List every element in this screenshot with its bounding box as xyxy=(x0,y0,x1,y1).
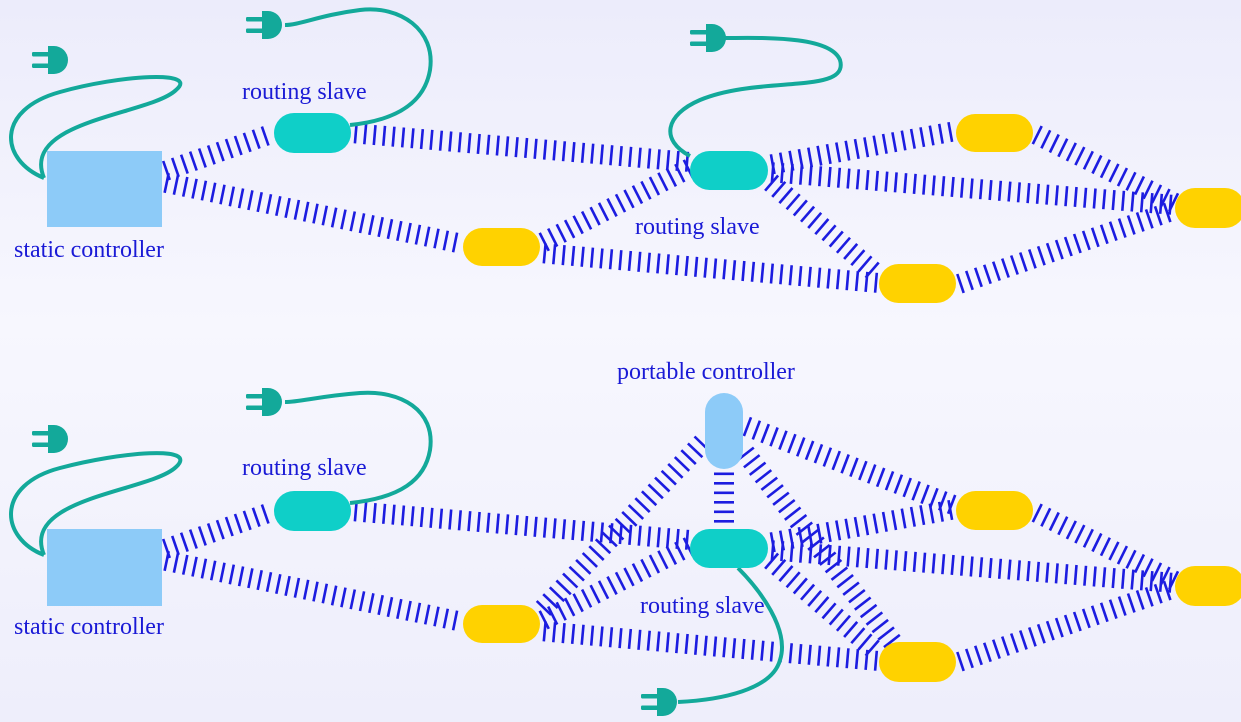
wireless-link xyxy=(542,243,879,293)
wireless-link xyxy=(769,121,954,175)
wireless-link xyxy=(163,172,459,253)
wireless-link xyxy=(161,126,270,181)
routing-slave-node xyxy=(690,529,768,568)
wireless-link xyxy=(956,580,1172,672)
routing-slave-node xyxy=(690,151,768,190)
portable-controller-node xyxy=(705,393,743,469)
slave-node xyxy=(463,605,540,643)
slave-node xyxy=(956,491,1033,530)
wireless-link xyxy=(742,416,957,515)
power-cable xyxy=(677,566,784,704)
routing-slave-node xyxy=(274,491,351,531)
routing-slave-label: routing slave xyxy=(242,79,367,105)
power-cable xyxy=(284,390,433,505)
wireless-link xyxy=(956,202,1172,294)
plug-icon xyxy=(246,388,282,416)
top-network xyxy=(9,7,1241,303)
static-controller-label: static controller xyxy=(14,237,164,263)
power-cable xyxy=(284,7,433,127)
wireless-link xyxy=(1031,503,1180,590)
wireless-link xyxy=(538,537,694,630)
routing-slave-label: routing slave xyxy=(640,593,765,619)
static-controller-node xyxy=(47,151,162,227)
wireless-link xyxy=(535,435,710,616)
plug-icon xyxy=(32,425,68,453)
bottom-network xyxy=(9,388,1241,716)
wireless-link xyxy=(353,501,690,550)
slave-node xyxy=(1175,188,1241,228)
static-controller-node xyxy=(47,529,162,606)
slave-node xyxy=(1175,566,1241,606)
portable-controller-label: portable controller xyxy=(617,359,795,385)
wireless-link xyxy=(714,472,734,523)
wireless-link xyxy=(770,540,1173,593)
wireless-link xyxy=(161,504,270,559)
wireless-link xyxy=(764,174,880,279)
wireless-links xyxy=(161,121,1180,672)
wireless-link xyxy=(770,162,1173,215)
slave-node xyxy=(463,228,540,266)
wireless-link xyxy=(764,552,880,657)
wireless-link xyxy=(538,159,694,252)
wireless-link xyxy=(737,446,901,649)
wireless-link xyxy=(353,123,690,172)
routing-slave-label: routing slave xyxy=(635,214,760,240)
slave-node xyxy=(879,642,956,682)
power-cable xyxy=(9,75,183,180)
slave-node xyxy=(956,114,1033,152)
plug-icon xyxy=(641,688,677,716)
plug-icon xyxy=(246,11,282,39)
wireless-link xyxy=(163,550,459,631)
wireless-link xyxy=(542,621,879,671)
routing-slave-label: routing slave xyxy=(242,455,367,481)
static-controller-label: static controller xyxy=(14,614,164,640)
routing-slave-node xyxy=(274,113,351,153)
plug-icon xyxy=(32,46,68,74)
wireless-link xyxy=(1031,125,1180,212)
power-cable xyxy=(668,35,843,158)
slave-node xyxy=(879,264,956,303)
plug-icon xyxy=(690,24,726,52)
power-cable xyxy=(9,451,183,557)
